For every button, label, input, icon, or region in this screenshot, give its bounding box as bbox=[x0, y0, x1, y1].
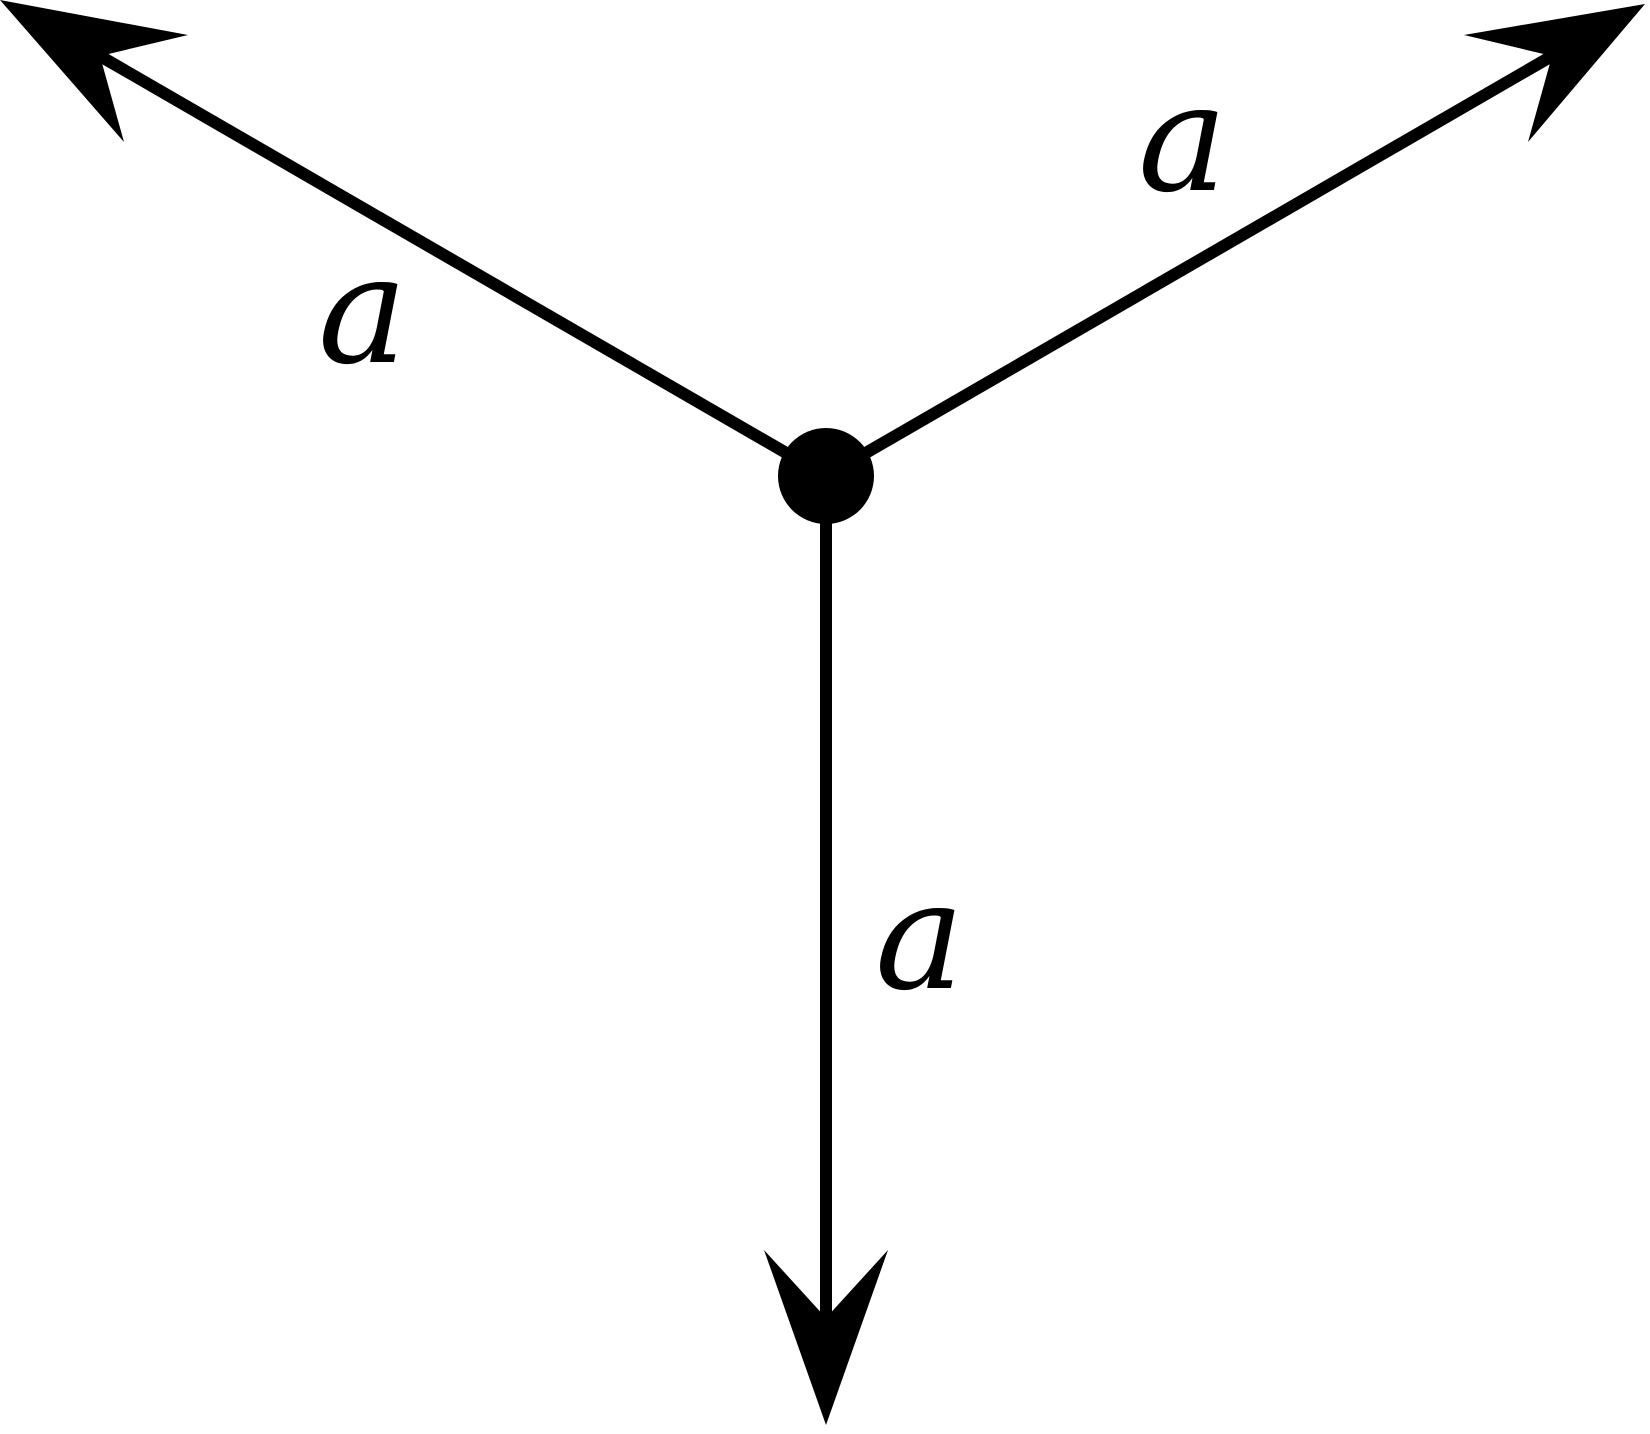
label-down: a bbox=[875, 850, 964, 1024]
origin-node bbox=[778, 428, 874, 524]
vector-upper-left-line bbox=[96, 50, 830, 482]
vector-upper-left-arrowhead bbox=[0, 0, 188, 142]
vector-upper-right-arrowhead bbox=[1464, 4, 1645, 142]
vector-upper-left bbox=[0, 0, 830, 482]
label-upper-right: a bbox=[1138, 52, 1227, 226]
vector-upper-right-line bbox=[822, 50, 1556, 482]
vector-upper-right bbox=[822, 4, 1645, 482]
label-upper-left: a bbox=[318, 224, 407, 398]
vector-down-arrowhead bbox=[764, 1250, 888, 1425]
vector-down bbox=[764, 476, 888, 1425]
